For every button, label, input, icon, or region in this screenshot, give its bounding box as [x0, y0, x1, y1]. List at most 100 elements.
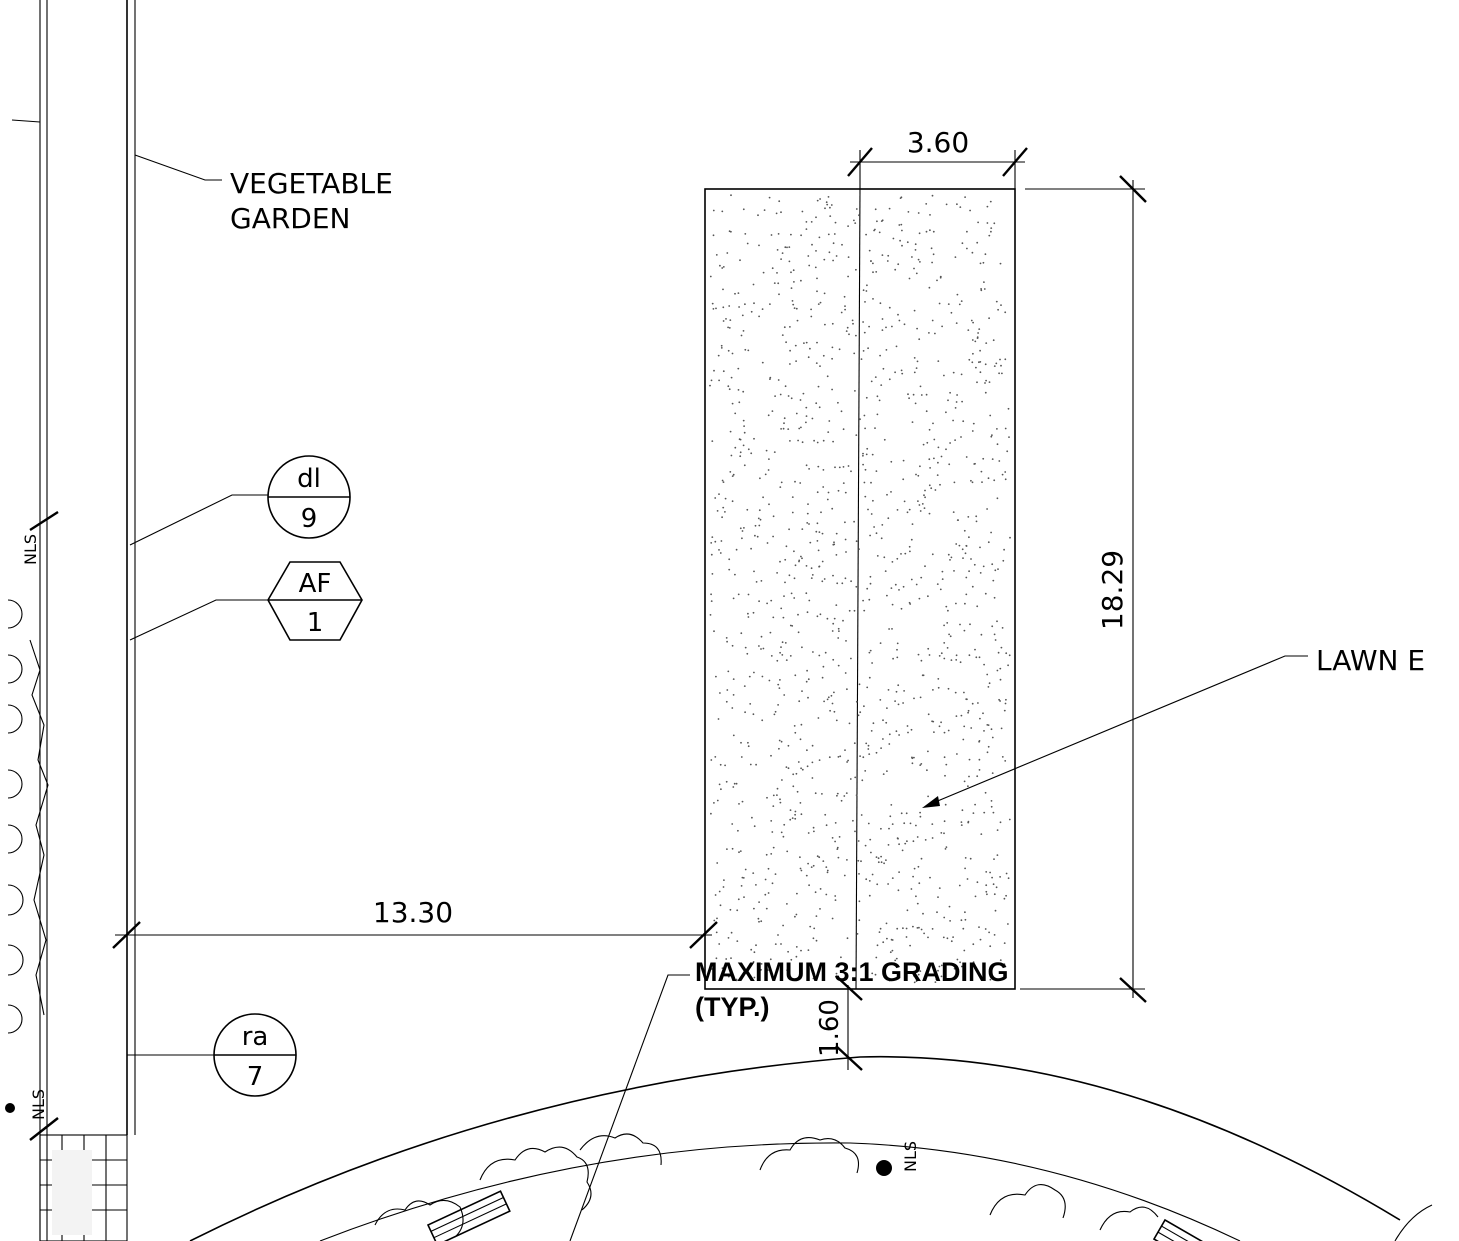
stipple-dot	[851, 319, 854, 322]
stipple-dot	[712, 209, 715, 212]
stipple-dot	[744, 303, 746, 306]
stipple-dot	[824, 651, 827, 654]
stipple-dot	[950, 659, 953, 661]
stipple-dot	[931, 261, 933, 264]
stipple-dot	[881, 254, 884, 256]
stipple-dot	[833, 543, 836, 546]
stipple-dot	[792, 269, 795, 272]
stipple-dot	[824, 323, 826, 326]
stipple-dot	[815, 362, 818, 364]
stipple-dot	[823, 578, 826, 580]
stipple-dot	[968, 358, 971, 361]
stipple-dot	[855, 540, 858, 543]
stipple-dot	[859, 194, 861, 196]
stipple-dot	[969, 623, 971, 626]
stipple-dot	[948, 463, 951, 466]
stipple-dot	[945, 203, 948, 206]
stipple-dot	[790, 233, 792, 236]
stipple-dot	[842, 428, 845, 431]
stipple-dot	[805, 464, 808, 467]
stipple-dot	[991, 876, 993, 879]
stipple-dot	[837, 637, 840, 639]
stipple-dot	[898, 843, 900, 846]
stipple-dot	[786, 903, 788, 905]
stipple-dot	[731, 500, 734, 503]
stipple-dot	[928, 428, 931, 431]
stipple-dot	[724, 764, 726, 767]
stipple-dot	[965, 698, 968, 700]
stipple-dot	[822, 665, 825, 668]
lawn-area	[704, 188, 1016, 990]
stipple-dot	[718, 379, 720, 382]
stipple-dot	[844, 672, 847, 674]
stipple-dot	[731, 644, 734, 647]
stipple-dot	[972, 961, 975, 964]
stipple-dot	[969, 209, 971, 212]
stipple-dot	[965, 593, 968, 596]
stipple-dot	[858, 548, 860, 550]
stipple-dot	[968, 536, 970, 539]
stipple-dot	[713, 369, 715, 372]
stipple-dot	[915, 473, 917, 476]
stipple-dot	[904, 842, 907, 845]
stipple-dot	[731, 475, 734, 477]
stipple-dot	[960, 373, 963, 376]
stipple-dot	[722, 306, 725, 309]
stipple-dot	[891, 949, 894, 952]
stipple-dot	[769, 376, 772, 379]
stipple-dot	[797, 613, 799, 616]
stipple-dot	[982, 457, 985, 460]
stipple-dot	[833, 691, 835, 694]
stipple-dot	[876, 944, 879, 947]
stipple-dot	[720, 347, 723, 349]
stipple-dot	[879, 699, 882, 701]
stipple-dot	[1007, 664, 1009, 667]
stipple-dot	[757, 917, 760, 920]
stipple-dot	[982, 565, 985, 568]
stipple-dot	[809, 347, 811, 350]
stipple-dot	[865, 878, 868, 881]
stipple-dot	[826, 869, 829, 872]
stipple-dot	[919, 696, 922, 699]
stipple-dot	[760, 963, 763, 965]
stipple-dot	[815, 530, 818, 533]
stipple-dot	[806, 669, 808, 672]
stipple-dot	[897, 263, 900, 266]
stipple-dot	[887, 517, 890, 520]
stipple-dot	[993, 633, 996, 636]
stipple-dot	[846, 859, 848, 861]
stipple-dot	[880, 537, 883, 540]
stipple-dot	[784, 246, 787, 249]
stipple-dot	[827, 491, 830, 494]
stipple-dot	[983, 663, 985, 666]
stipple-dot	[879, 927, 882, 930]
stipple-dot	[943, 820, 946, 823]
tag-circle-ra: ra 7	[127, 1013, 297, 1097]
stipple-dot	[814, 891, 817, 894]
stipple-dot	[902, 702, 904, 704]
tag-circle-dl: dl 9	[129, 455, 351, 546]
stipple-dot	[730, 957, 732, 959]
stipple-dot	[912, 925, 914, 928]
stipple-dot	[795, 946, 798, 948]
nls-label-lower: NLS	[29, 1089, 48, 1120]
stipple-dot	[786, 969, 788, 971]
stipple-dot	[854, 222, 857, 225]
nls-label-upper: NLS	[21, 534, 40, 565]
stipple-dot	[972, 943, 975, 946]
stipple-dot	[984, 391, 987, 394]
stipple-dot	[771, 831, 774, 833]
stipple-dot	[952, 936, 954, 938]
stipple-dot	[987, 745, 990, 748]
stipple-dot	[728, 388, 731, 391]
stipple-dot	[919, 385, 922, 388]
stipple-dot	[836, 794, 838, 797]
stipple-dot	[986, 751, 989, 754]
stipple-dot	[714, 540, 717, 543]
stipple-dot	[929, 229, 931, 232]
stipple-dot	[824, 207, 826, 210]
stipple-dot	[762, 496, 764, 499]
stipple-dot	[996, 669, 999, 672]
stipple-dot	[780, 943, 782, 945]
stipple-dot	[796, 790, 799, 793]
